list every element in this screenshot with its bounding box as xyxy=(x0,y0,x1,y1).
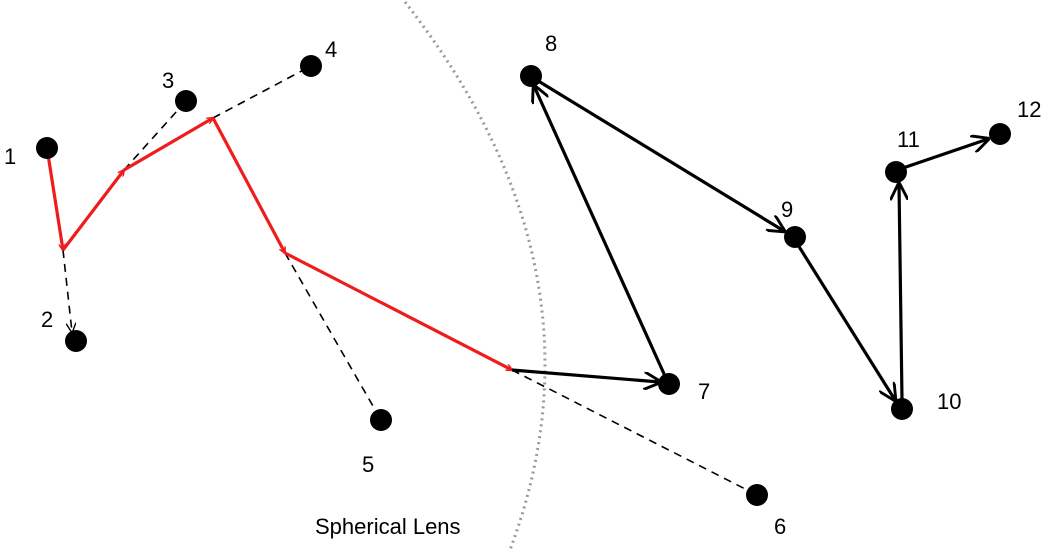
black-arrow-10-to-11 xyxy=(899,184,902,401)
node-6 xyxy=(746,484,768,506)
black-arrow-11-to-12 xyxy=(902,139,988,170)
red-arrow-1 xyxy=(45,147,63,250)
node-4 xyxy=(300,55,322,77)
dashed-segment-to-5 xyxy=(284,252,382,421)
red-arrow-3 xyxy=(123,116,213,172)
dashed-segment-to-6 xyxy=(511,369,758,496)
node-7 xyxy=(658,373,680,395)
node-5 xyxy=(370,409,392,431)
dashed-segment-to-4 xyxy=(212,65,312,119)
node-label-2: 2 xyxy=(41,307,53,332)
node-label-9: 9 xyxy=(781,197,793,222)
node-1 xyxy=(36,137,58,159)
lens-label: Spherical Lens xyxy=(315,514,461,539)
black-arrow-7-to-8 xyxy=(534,86,667,377)
black-arrow-9-to-10 xyxy=(796,244,895,400)
node-3 xyxy=(175,90,197,112)
red-arrow-5 xyxy=(284,251,512,372)
node-label-10: 10 xyxy=(937,389,961,414)
red-arrow-2 xyxy=(61,170,124,251)
straight-line-paths xyxy=(62,65,758,496)
dashed-segment-to-2 xyxy=(62,249,72,332)
node-11 xyxy=(885,161,907,183)
node-label-1: 1 xyxy=(4,144,16,169)
lens-arc xyxy=(403,1,547,550)
node-label-8: 8 xyxy=(545,31,557,56)
dashed-segment-to-3 xyxy=(123,100,187,171)
node-label-11: 11 xyxy=(897,127,920,152)
node-label-5: 5 xyxy=(362,452,374,477)
black-arrow-to-7 xyxy=(511,368,660,382)
red-arrow-4 xyxy=(211,117,287,253)
node-labels: 1 2 3 4 5 6 7 8 9 10 11 12 xyxy=(4,31,1041,539)
node-9 xyxy=(784,226,806,248)
direct-path xyxy=(511,77,988,401)
node-2 xyxy=(65,330,87,352)
black-arrow-8-to-9 xyxy=(534,77,784,231)
node-label-3: 3 xyxy=(162,68,174,93)
node-12 xyxy=(989,123,1011,145)
refracted-path xyxy=(45,116,512,372)
node-label-6: 6 xyxy=(774,514,786,539)
node-label-12: 12 xyxy=(1017,97,1041,122)
node-label-4: 4 xyxy=(325,37,337,62)
nodes xyxy=(36,55,1011,506)
node-10 xyxy=(891,398,913,420)
node-8 xyxy=(520,65,542,87)
node-label-7: 7 xyxy=(698,379,710,404)
